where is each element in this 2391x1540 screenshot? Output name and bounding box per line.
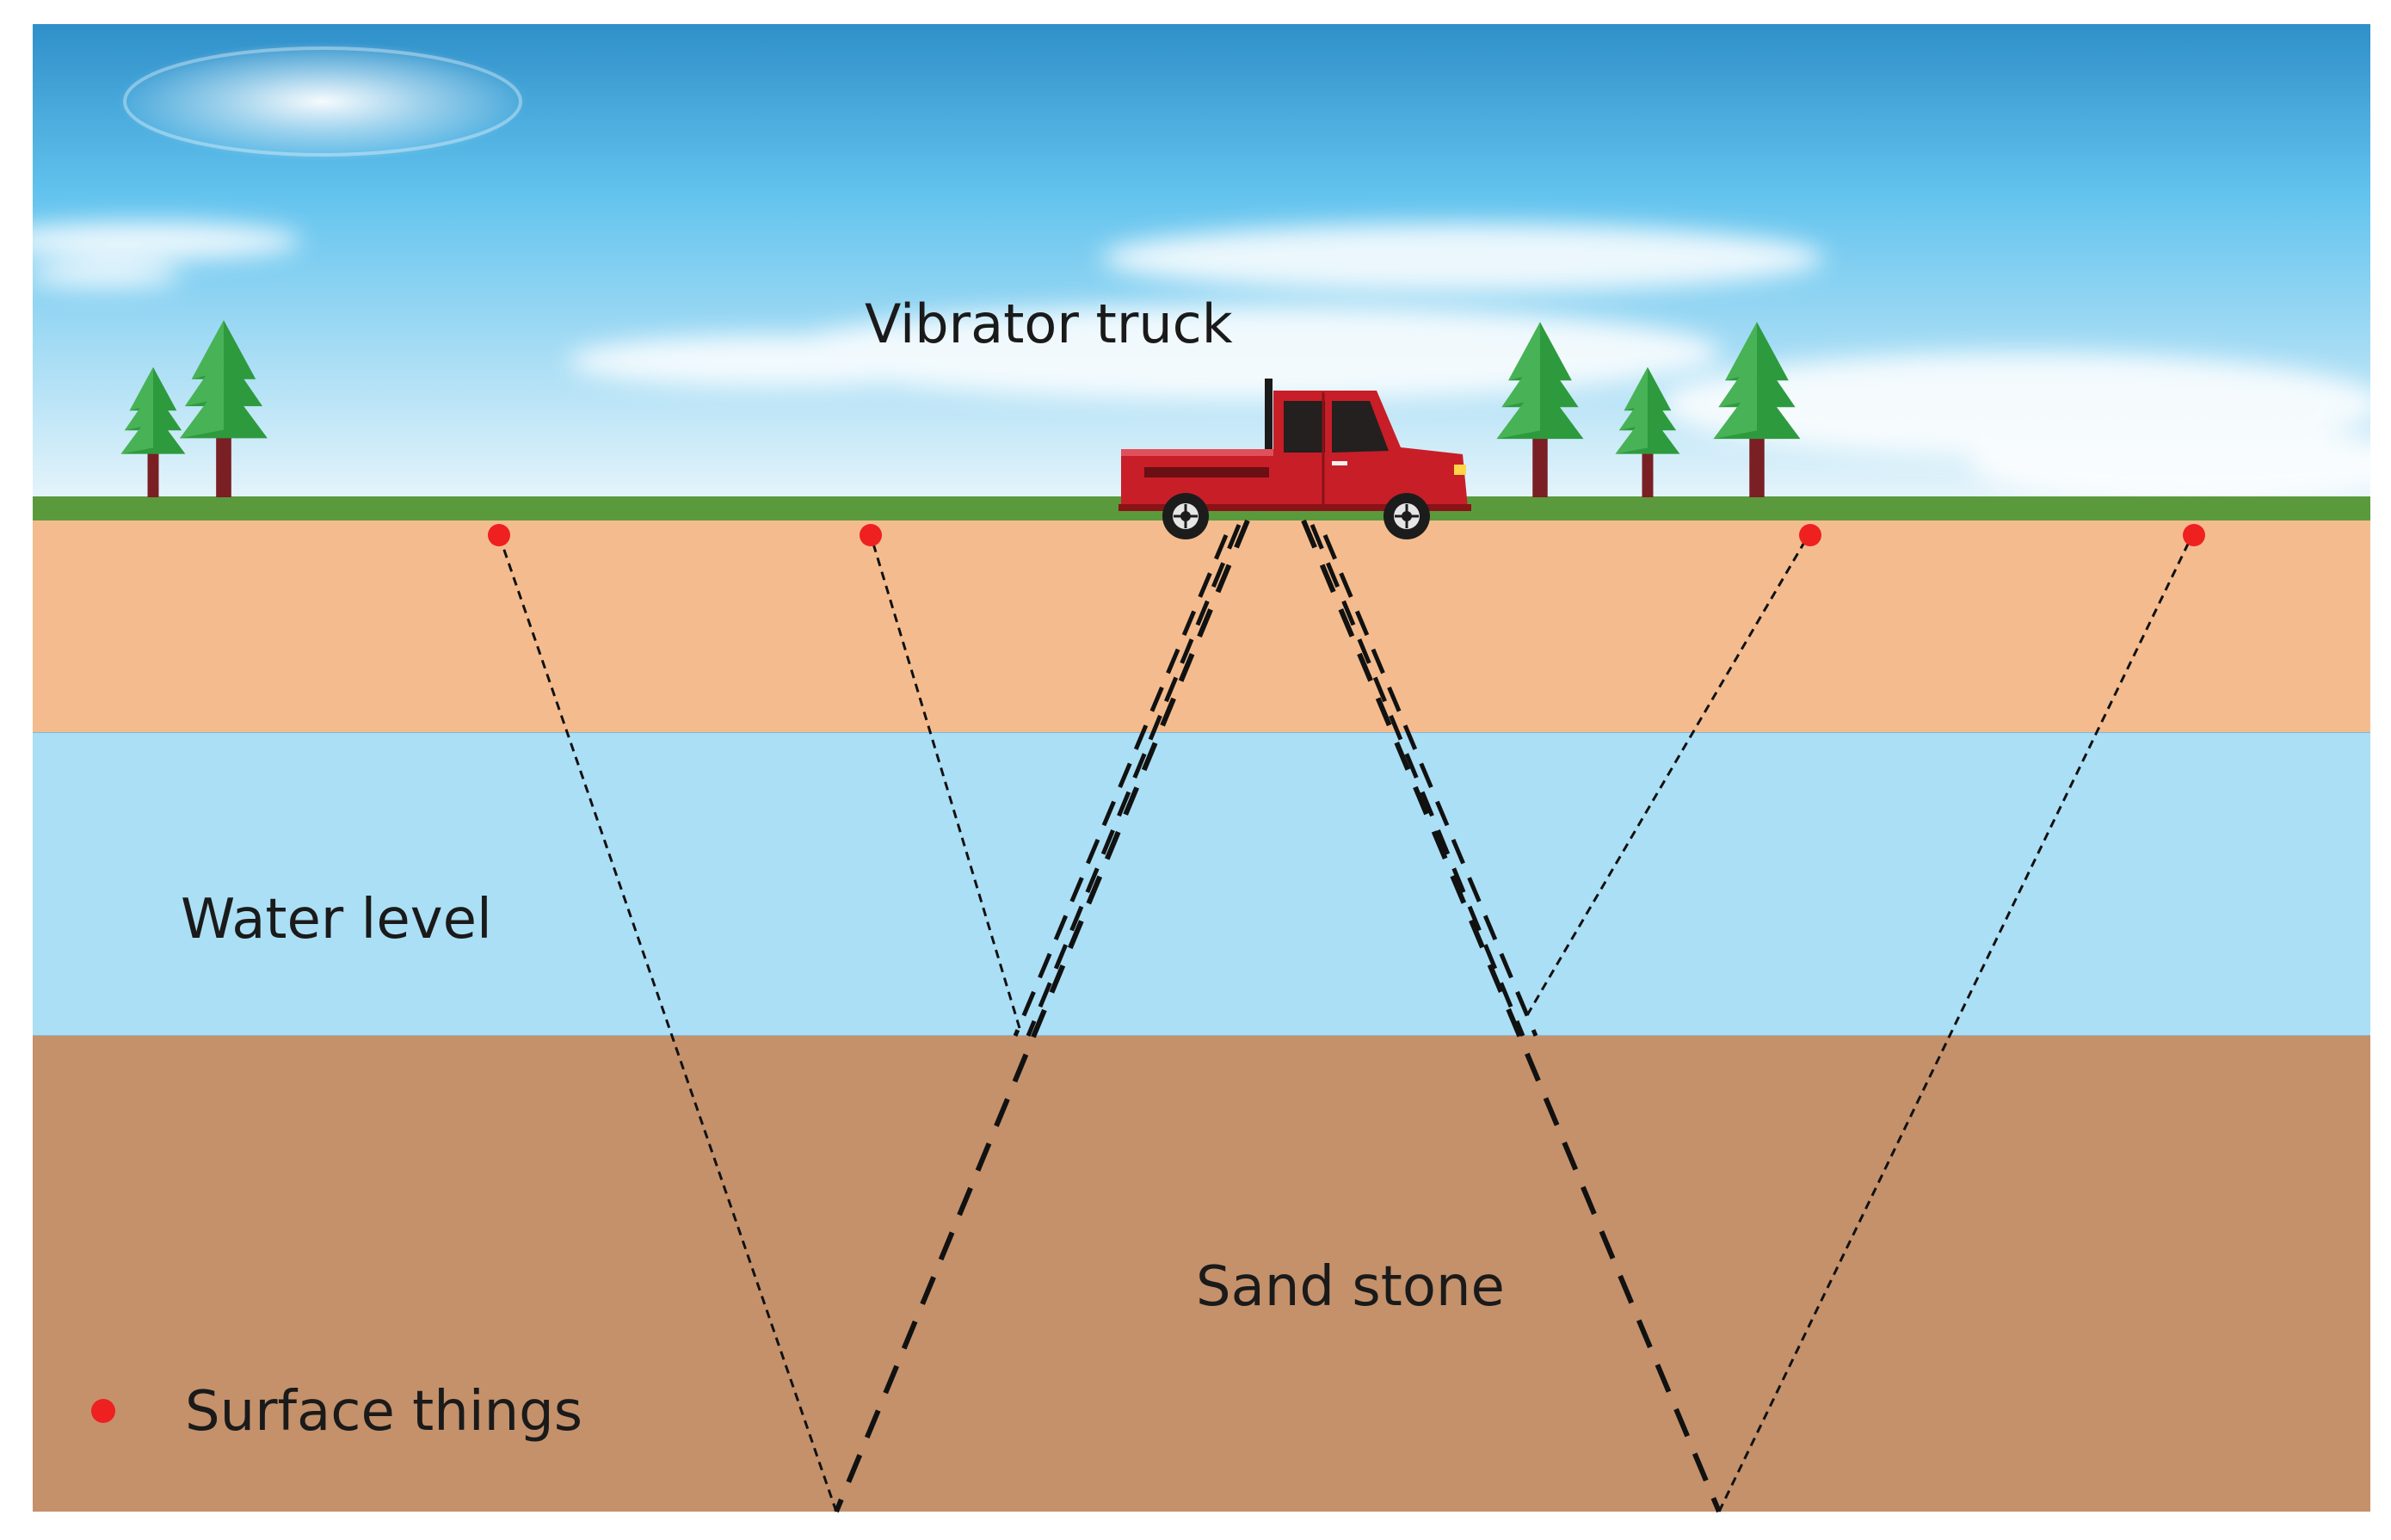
ray-shallow-left-down <box>1026 524 1242 1037</box>
water-level-label: Water level <box>181 888 492 952</box>
front-wheel <box>1383 493 1430 539</box>
ray-shallow-right-down <box>1310 524 1525 1037</box>
vibrator-truck-label: Vibrator truck <box>865 293 1233 355</box>
sky <box>0 24 2391 506</box>
ray-deep-left-down <box>834 519 1250 1513</box>
ray-shallow-right-up <box>1525 534 1810 1016</box>
legend-label: Surface things <box>185 1380 582 1444</box>
pickup-truck-icon <box>1118 379 1471 539</box>
legend: Surface things <box>91 1380 582 1444</box>
seismic-rays <box>497 519 2194 1513</box>
sandstone-layer <box>33 1036 2370 1512</box>
ray-deep-left-up <box>497 534 838 1512</box>
water-level-layer <box>33 733 2370 1036</box>
ray-shallow-left-up <box>869 534 1021 1029</box>
ray-deep-right-down <box>1301 519 1722 1513</box>
red-dot-icon <box>488 524 510 546</box>
ray-deep-right-up <box>1717 534 2194 1512</box>
red-dot-icon <box>2183 524 2205 546</box>
red-dot-icon <box>860 524 882 546</box>
surface-markers <box>488 524 2205 546</box>
rear-wheel <box>1162 493 1209 539</box>
red-dot-icon <box>1799 524 1821 546</box>
sandstone-label: Sand stone <box>1196 1255 1505 1319</box>
red-dot-icon <box>91 1399 115 1423</box>
